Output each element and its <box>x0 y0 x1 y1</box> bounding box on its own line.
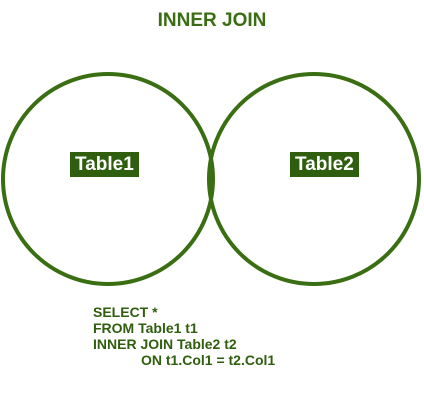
sql-line-on: ON t1.Col1 = t2.Col1 <box>141 352 276 368</box>
sql-line-join: INNER JOIN Table2 t2 <box>93 336 237 352</box>
sql-line-from: FROM Table1 t1 <box>93 320 198 336</box>
diagram-title: INNER JOIN <box>157 10 267 31</box>
sql-query: SELECT * FROM Table1 t1 INNER JOIN Table… <box>93 304 275 368</box>
right-set-label: Table2 <box>290 152 359 177</box>
left-circle <box>1 72 215 286</box>
left-set-label: Table1 <box>70 152 139 177</box>
right-circle <box>207 72 421 286</box>
sql-line-select: SELECT * <box>93 304 158 320</box>
